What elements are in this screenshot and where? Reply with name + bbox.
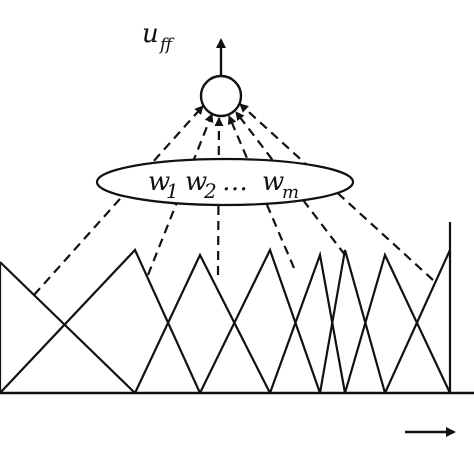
circle-node-icon (199, 74, 243, 118)
membership-function-1 (0, 261, 136, 394)
weights-ellipse (95, 157, 355, 207)
membership-function-4 (199, 247, 322, 394)
weight-dots: … (222, 167, 248, 197)
output-symbol: u (142, 19, 159, 49)
membership-functions (0, 222, 452, 394)
membership-function-2 (0, 248, 202, 394)
weight-connection-1 (33, 105, 204, 296)
membership-function-8 (383, 249, 452, 394)
membership-function-5 (268, 250, 347, 394)
membership-function-3 (134, 252, 271, 394)
weight-w1: w (148, 167, 170, 197)
weight-wm-sub: m (282, 182, 299, 203)
weight-connection-6 (239, 103, 434, 281)
output-subscript: ff (158, 35, 175, 55)
weight-w2-sub: 2 (203, 179, 217, 203)
weight-wm: w (262, 167, 284, 197)
weights-label: w 1 w 2 … w m (148, 167, 299, 203)
weight-w2: w (185, 167, 207, 197)
output-label: u ff (142, 19, 175, 55)
membership-function-7 (343, 251, 451, 394)
weight-w1-sub: 1 (166, 179, 179, 203)
membership-function-6 (318, 249, 387, 394)
